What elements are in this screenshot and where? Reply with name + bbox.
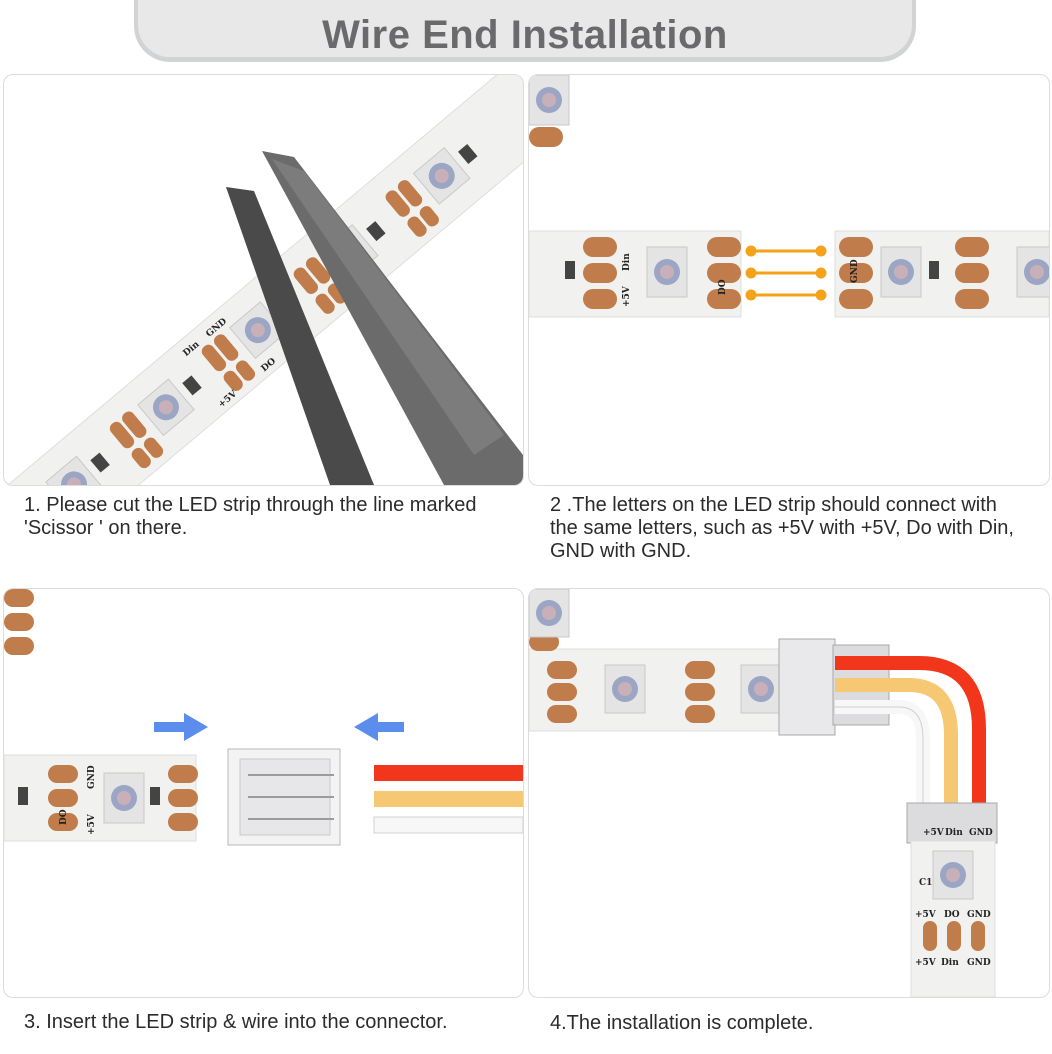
- left-strip-piece: [529, 230, 742, 318]
- step-3-caption: 3. Insert the LED strip & wire into the …: [24, 1011, 448, 1033]
- strip-label-gnd-4b: GND: [967, 958, 991, 968]
- strip-label-din-4: Din: [941, 958, 959, 968]
- step-4-caption: 4.The installation is complete.: [550, 1012, 814, 1034]
- strip-label-5v-4b: +5V: [915, 958, 937, 968]
- strip-end: [4, 754, 197, 842]
- step-1-image: Din GND +5V DO C1: [3, 74, 524, 486]
- strip-label-do-left: DO: [718, 279, 728, 295]
- scissors-icon: [226, 151, 523, 485]
- strip-label-din-4c: Din: [945, 828, 963, 838]
- strip-label-5v-left: +5V: [622, 285, 632, 307]
- jumper-lines: [745, 245, 827, 301]
- strip-label-do-4: DO: [944, 910, 960, 920]
- strip-label-5v-4: +5V: [915, 910, 937, 920]
- title-banner: Wire End Installation: [134, 0, 916, 62]
- step-2-caption: 2 .The letters on the LED strip should c…: [550, 494, 1014, 562]
- arrow-right-icon: [154, 713, 208, 741]
- scissor-cut-illustration: Din GND +5V DO C1: [4, 75, 523, 485]
- strip-label-gnd-4: GND: [967, 910, 991, 920]
- strip-label-din-left: Din: [622, 253, 632, 271]
- strip-label-c1-4: C1: [919, 878, 932, 888]
- strip-label-gnd-right: GND: [850, 259, 860, 283]
- wire-bundle: [373, 765, 523, 834]
- installed-illustration: +5V DO GND +5V Din GND +5V Din GND C1: [529, 589, 998, 997]
- strip-label-do-3: DO: [59, 809, 69, 825]
- insert-connector-illustration: +5V DO GND: [4, 589, 523, 846]
- title-banner-inner: [138, 0, 912, 57]
- step-1-caption: 1. Please cut the LED strip through the …: [24, 494, 477, 539]
- letter-match-illustration: +5V Din DO GND: [529, 75, 1049, 318]
- strip-label-5v-4c: +5V: [923, 828, 945, 838]
- step-3-image: +5V DO GND: [3, 588, 524, 998]
- step-4-image: +5V DO GND +5V Din GND +5V Din GND C1: [528, 588, 1050, 998]
- connector-block: [227, 748, 341, 846]
- page-title: Wire End Installation: [322, 12, 728, 57]
- arrow-left-icon: [354, 713, 404, 741]
- step-2-image: +5V Din DO GND: [528, 74, 1050, 486]
- strip-label-gnd-3: GND: [87, 765, 97, 789]
- strip-label-5v-3: +5V: [87, 813, 97, 835]
- strip-label-gnd-4c: GND: [969, 828, 993, 838]
- bent-wires: [835, 656, 986, 803]
